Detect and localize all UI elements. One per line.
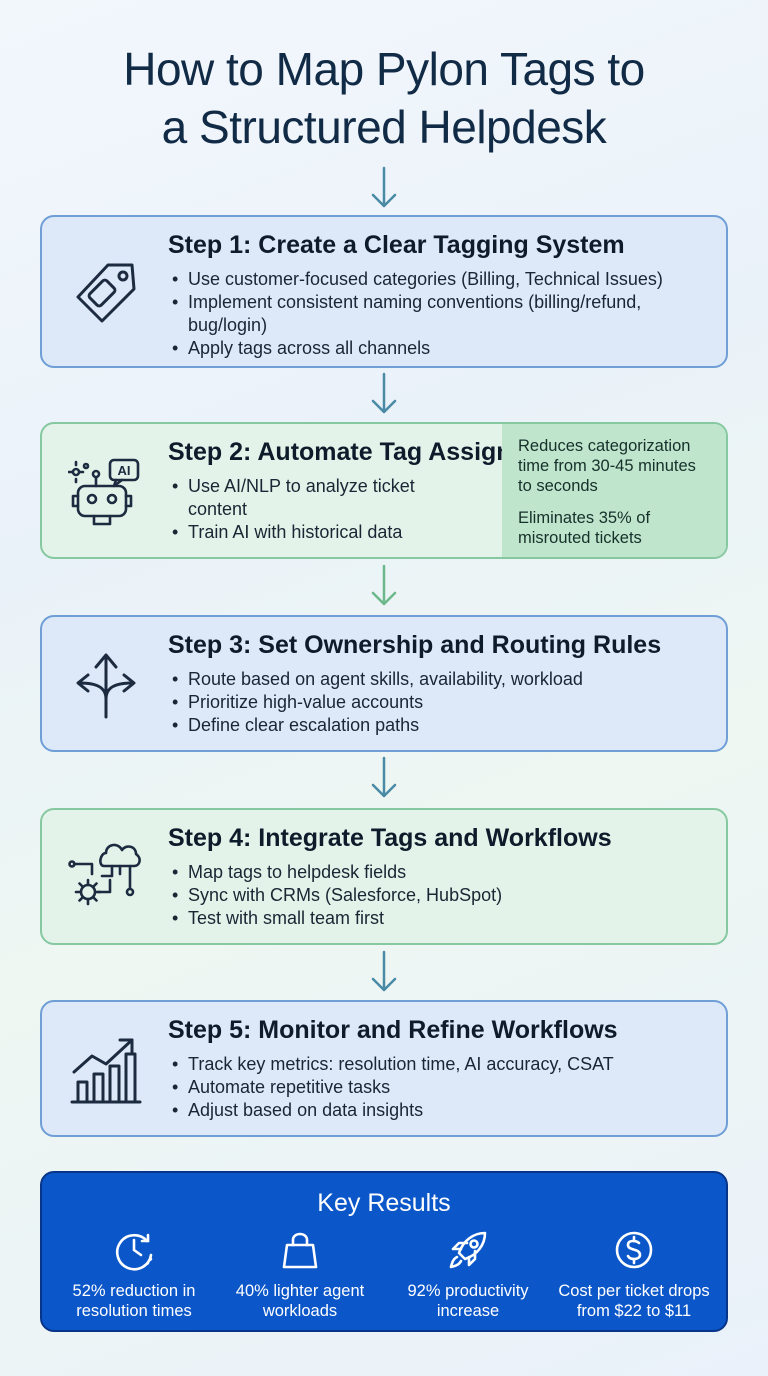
result-item: Cost per ticket drops from $22 to $11 [548,1229,720,1321]
result-text: Cost per ticket drops from $22 to $11 [558,1282,710,1320]
list-item: Route based on agent skills, availabilit… [168,668,706,691]
step-1-bullets: Use customer-focused categories (Billing… [168,268,706,360]
dollar-icon [615,1231,653,1269]
list-item: Sync with CRMs (Salesforce, HubSpot) [168,884,706,907]
step-2-card: AI Step 2: Automate Tag Assignment Use A… [40,422,728,559]
rocket-icon [449,1231,487,1269]
clock-icon [115,1233,153,1271]
result-text: 40% lighter agent workloads [235,1282,365,1320]
svg-text:AI: AI [118,463,131,478]
result-text: 52% reduction in resolution times [72,1282,196,1320]
page-title: How to Map Pylon Tags to a Structured He… [0,40,768,156]
shopping-bag-icon [282,1232,318,1269]
list-item: Automate repetitive tasks [168,1076,706,1099]
step-1-card: Step 1: Create a Clear Tagging System Us… [40,215,728,368]
down-arrow-icon [371,950,397,992]
step-4-bullets: Map tags to helpdesk fields Sync with CR… [168,861,706,930]
list-item: Track key metrics: resolution time, AI a… [168,1053,706,1076]
result-item: 52% reduction in resolution times [48,1229,220,1321]
growth-chart-icon [70,1038,142,1104]
list-item: Define clear escalation paths [168,714,706,737]
key-results-title: Key Results [317,1189,451,1217]
step-4-card: Step 4: Integrate Tags and Workflows Map… [40,808,728,945]
tag-icon [76,263,136,323]
list-item: Apply tags across all channels [168,337,706,360]
step-3-bullets: Route based on agent skills, availabilit… [168,668,706,737]
step-5-title: Step 5: Monitor and Refine Workflows [168,1016,618,1044]
step-5-bullets: Track key metrics: resolution time, AI a… [168,1053,706,1122]
step-1-title: Step 1: Create a Clear Tagging System [168,231,625,259]
routing-arrows-icon [76,653,136,719]
list-item: Use customer-focused categories (Billing… [168,268,706,291]
impact-note: Reduces categorization time from 30-45 m… [518,437,696,495]
step-3-card: Step 3: Set Ownership and Routing Rules … [40,615,728,752]
result-item: 40% lighter agent workloads [214,1229,386,1321]
step-2-bullets: Use AI/NLP to analyze ticket content Tra… [168,475,496,544]
list-item: Implement consistent naming conventions … [168,291,706,337]
list-item: Adjust based on data insights [168,1099,706,1122]
cloud-gear-icon [68,843,141,906]
step-2-impact-panel: Reduces categorization time from 30-45 m… [502,424,726,557]
step-3-title: Step 3: Set Ownership and Routing Rules [168,631,662,659]
page-title-line-1: How to Map Pylon Tags to [123,43,645,95]
list-item: Use AI/NLP to analyze ticket content [168,475,496,521]
step-4-title: Step 4: Integrate Tags and Workflows [168,824,612,852]
list-item: Map tags to helpdesk fields [168,861,706,884]
impact-note: Eliminates 35% of misrouted tickets [518,509,651,547]
page-title-line-2: a Structured Helpdesk [161,101,607,153]
key-results-panel: Key Results 52% reduction in resolution … [40,1171,728,1332]
step-5-card: Step 5: Monitor and Refine Workflows Tra… [40,1000,728,1137]
step-2-title: Step 2: Automate Tag Assignment [168,438,572,466]
down-arrow-icon [371,372,397,414]
down-arrow-icon [371,166,397,208]
down-arrow-icon [371,564,397,606]
result-text: 92% productivity increase [407,1282,529,1320]
list-item: Test with small team first [168,907,706,930]
down-arrow-icon [371,756,397,798]
list-item: Train AI with historical data [168,521,496,544]
list-item: Prioritize high-value accounts [168,691,706,714]
result-item: 92% productivity increase [382,1229,554,1321]
ai-robot-icon: AI [68,458,140,526]
